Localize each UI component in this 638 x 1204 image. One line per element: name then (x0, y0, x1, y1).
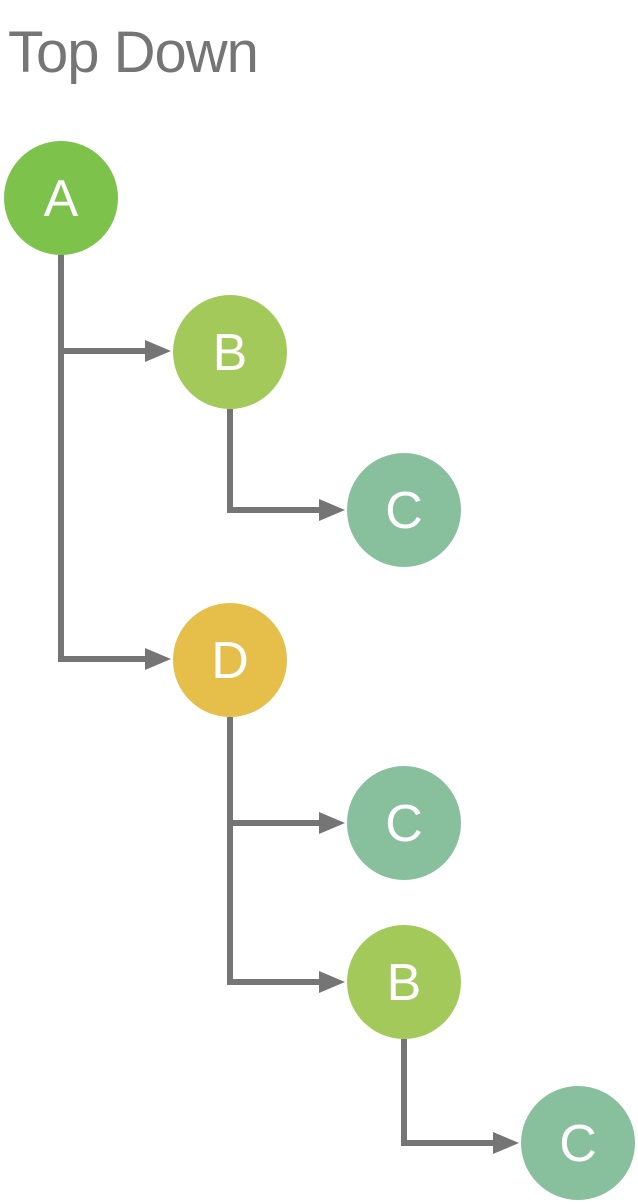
node-b1-label: B (213, 324, 248, 382)
edge-b2-to-c (401, 1039, 496, 1146)
node-d-circle[interactable] (173, 603, 287, 717)
arrowhead-to-c2 (319, 812, 345, 834)
arrowhead-to-b (145, 340, 171, 362)
edge-b-to-c (227, 409, 322, 513)
node-c2[interactable]: C (347, 766, 461, 880)
node-d[interactable]: D (173, 603, 287, 717)
arrowhead-to-b2 (319, 971, 345, 993)
arrowhead-to-c3 (493, 1132, 519, 1154)
node-a-label: A (44, 170, 79, 228)
node-c3[interactable]: C (521, 1086, 635, 1200)
node-c3-circle[interactable] (521, 1086, 635, 1200)
node-a[interactable]: A (4, 141, 118, 255)
edge-group (58, 255, 519, 1154)
edge-d-to-b (227, 717, 322, 985)
node-b2-circle[interactable] (347, 925, 461, 1039)
node-a-circle[interactable] (4, 141, 118, 255)
node-c2-label: C (385, 795, 423, 853)
node-b2-label: B (387, 954, 422, 1012)
node-c1-label: C (385, 482, 423, 540)
node-b2[interactable]: B (347, 925, 461, 1039)
node-c3-label: C (559, 1115, 597, 1173)
arrowhead-to-d (145, 648, 171, 670)
node-c2-circle[interactable] (347, 766, 461, 880)
node-b1-circle[interactable] (173, 295, 287, 409)
node-c1[interactable]: C (347, 453, 461, 567)
arrowhead-to-c1 (319, 499, 345, 521)
page-title: Top Down (8, 20, 258, 85)
node-d-label: D (211, 632, 249, 690)
node-b1[interactable]: B (173, 295, 287, 409)
edge-a-to-d (58, 255, 150, 662)
node-c1-circle[interactable] (347, 453, 461, 567)
